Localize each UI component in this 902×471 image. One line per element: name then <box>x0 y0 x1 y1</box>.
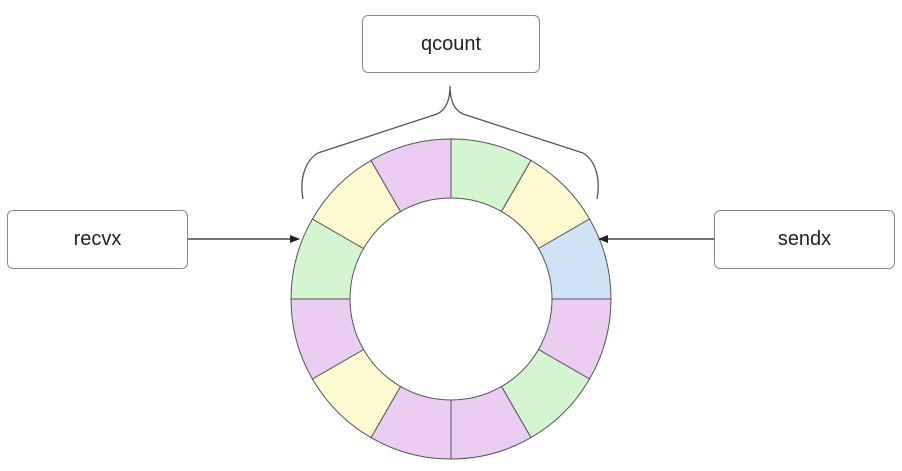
ring-segment-12 <box>370 138 452 213</box>
qcount-label: qcount <box>420 32 482 55</box>
recvx-label: recvx <box>73 228 122 250</box>
ring-buffer <box>290 138 612 460</box>
qcount-box: qcount <box>362 15 540 73</box>
sendx-label: sendx <box>777 228 832 250</box>
sendx-box: sendx <box>714 210 895 269</box>
qcount-brace <box>301 85 599 200</box>
recvx-box: recvx <box>7 210 188 269</box>
